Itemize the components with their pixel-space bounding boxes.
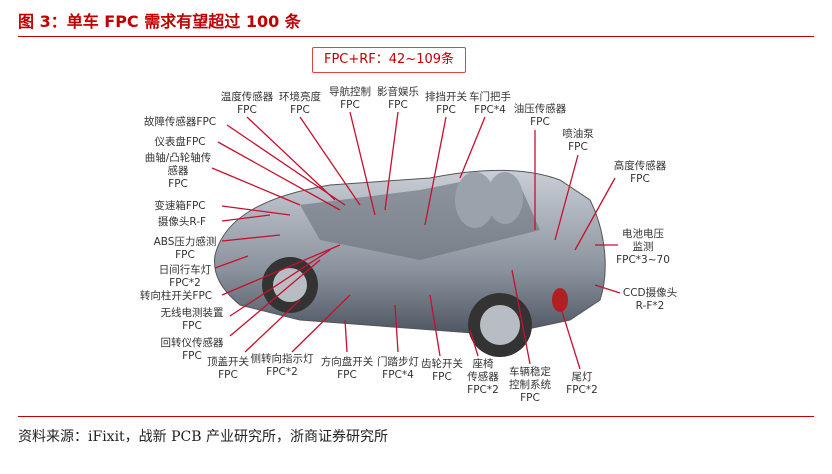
callout-label: 导航控制 FPC: [329, 86, 371, 111]
callout-label: 日间行车灯 FPC*2: [158, 264, 212, 289]
callout-label: 影音娱乐 FPC: [377, 86, 419, 111]
callout-label: 尾灯 FPC*2: [566, 371, 598, 396]
callout-label: 座椅 传感器 FPC*2: [467, 358, 499, 396]
source-note: 资料来源：iFixit，战新 PCB 产业研究所，浙商证券研究所: [18, 429, 388, 445]
callout-label: 变速箱FPC: [154, 200, 206, 212]
callout-label: 故障传感器FPC: [143, 116, 217, 128]
callout-label: CCD摄像头 R-F*2: [622, 287, 678, 312]
callout-label: 电池电压 监测 FPC*3~70: [616, 228, 670, 266]
callout-label: 环境亮度 FPC: [279, 91, 321, 116]
callout-label: 无线电测装置 FPC: [160, 307, 224, 332]
callout-label: 顶盖开关 FPC: [207, 356, 249, 381]
callout-label: 温度传感器 FPC: [220, 91, 274, 116]
callout-label: 油压传感器 FPC: [513, 103, 567, 128]
summary-box: FPC+RF：42~109条: [312, 47, 466, 73]
callout-label: 转向柱开关FPC: [139, 290, 213, 302]
figure-title: 图 3：单车 FPC 需求有望超过 100 条: [18, 12, 301, 31]
callout-label: 回转仪传感器 FPC: [160, 337, 224, 362]
callout-label: 车门把手 FPC*4: [469, 91, 511, 116]
callout-label: 仪表盘FPC: [154, 136, 206, 148]
title-divider: [18, 36, 814, 37]
callout-label: 侧转向指示灯 FPC*2: [250, 353, 314, 378]
source-divider: [18, 416, 814, 417]
callout-label: 车辆稳定 控制系统 FPC: [509, 366, 551, 404]
callout-label: 摄像头R-F: [157, 216, 207, 228]
leader-lines: [211, 111, 621, 370]
callout-label: 高度传感器 FPC: [613, 160, 667, 185]
car-illustration: [213, 169, 606, 357]
callout-label: 排挡开关 FPC: [425, 91, 467, 116]
callout-label: 喷油泵 FPC: [562, 128, 594, 153]
callout-label: 门踏步灯 FPC*4: [377, 356, 419, 381]
callout-label: ABS压力感测 FPC: [153, 236, 217, 261]
callout-label: 曲轴/凸轮轴传 感器 FPC: [144, 152, 212, 190]
callout-label: 方向盘开关 FPC: [320, 356, 374, 381]
callout-label: 齿轮开关 FPC: [421, 358, 463, 383]
